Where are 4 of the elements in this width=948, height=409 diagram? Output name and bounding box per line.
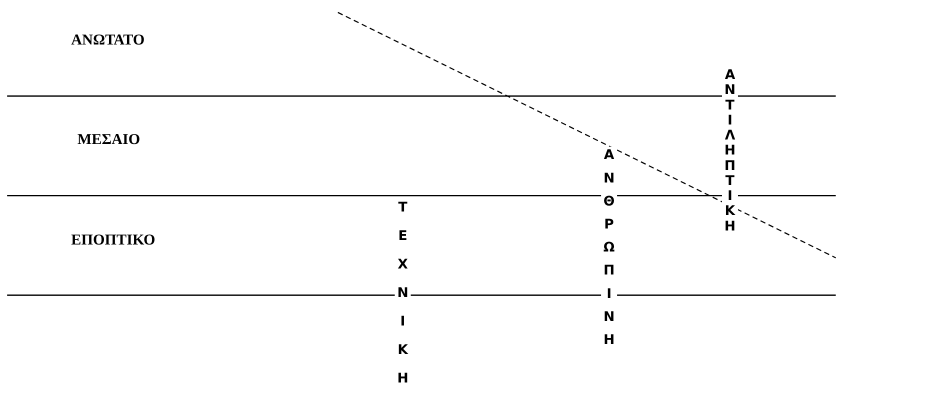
level-label: ΑΝΩΤΑΤΟ	[71, 31, 145, 49]
level-label: ΜΕΣΑΙΟ	[77, 130, 140, 148]
skill-label: ΑΝΤΙΛΗΠΤΙΚΗ	[722, 66, 738, 233]
level-label: ΕΠΟΠΤΙΚΟ	[71, 231, 156, 249]
